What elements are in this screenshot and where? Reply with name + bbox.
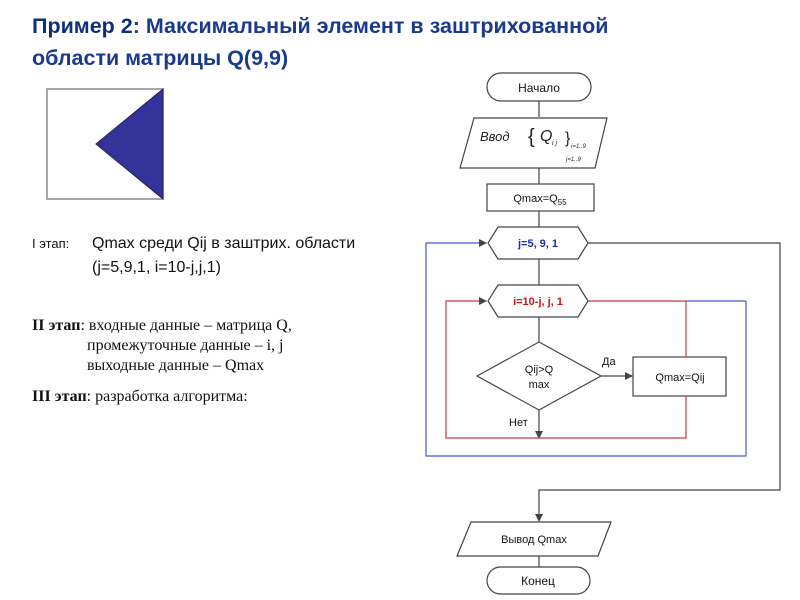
yes-label: Да bbox=[602, 356, 616, 368]
page-title: Пример 2: Максимальный элемент в заштрих… bbox=[32, 10, 732, 74]
title-line-1: Пример 2: Максимальный элемент в заштрих… bbox=[32, 10, 732, 42]
shaded-region-triangle bbox=[95, 88, 164, 200]
output-parallelogram bbox=[456, 521, 612, 557]
input-word: Ввод bbox=[480, 129, 510, 144]
stage3-text: : разработка алгоритма: bbox=[86, 388, 248, 405]
loop-i-hexagon bbox=[487, 284, 589, 318]
input-range-j: j=1..9 bbox=[565, 157, 582, 163]
input-parallelogram bbox=[459, 117, 608, 169]
no-label: Нет bbox=[509, 417, 528, 429]
end-terminal bbox=[486, 566, 591, 595]
assign-label: Qmax=Qij bbox=[655, 372, 704, 384]
input-brace: { bbox=[528, 126, 535, 148]
title-colon: : bbox=[132, 14, 140, 38]
output-label: Вывод Qmax bbox=[501, 534, 567, 546]
input-range-i: i=1..9 bbox=[571, 144, 587, 150]
stage1-description: Qmax среди Qij в заштрих. области (j=5,9… bbox=[92, 232, 355, 280]
stage2-line-1: : входные данные – матрица Q, bbox=[80, 317, 292, 334]
stage2-line-3: выходные данные – Qmax bbox=[87, 357, 265, 374]
loop-j-exit bbox=[535, 242, 781, 522]
loop-i-label: i=10-j, j, 1 bbox=[513, 296, 563, 308]
end-label: Конец bbox=[521, 574, 555, 588]
title-label: Пример 2 bbox=[32, 14, 133, 38]
stage3-label: III этап bbox=[32, 388, 87, 405]
condition-line-1: Qij>Q bbox=[525, 364, 554, 376]
matrix-diagram bbox=[46, 88, 164, 200]
stage2-label: II этап bbox=[32, 317, 81, 334]
stage3-block: III этап: разработка алгоритма: bbox=[32, 388, 248, 406]
title-text-line-2: области матрицы Q(9,9) bbox=[32, 46, 289, 70]
stage2-line-2: промежуточные данные – i, j bbox=[87, 337, 284, 354]
init-process bbox=[486, 183, 595, 212]
loop-j-hexagon bbox=[487, 226, 589, 260]
outer-loop-return bbox=[425, 239, 747, 457]
start-label: Начало bbox=[518, 81, 560, 95]
stage1-label: I этап: bbox=[32, 236, 70, 251]
stage1-line-2: (j=5,9,1, i=10-j,j,1) bbox=[92, 259, 221, 276]
condition-line-2: max bbox=[529, 379, 550, 391]
input-var: Q bbox=[540, 128, 552, 145]
stage2-block: II этап: входные данные – матрица Q, про… bbox=[32, 316, 292, 376]
input-brace-close: } bbox=[565, 130, 571, 147]
condition-diamond bbox=[475, 341, 603, 411]
loop-j-label: j=5, 9, 1 bbox=[517, 238, 558, 250]
init-label: Qmax=Q55 bbox=[513, 193, 567, 207]
input-var-sub: i j bbox=[552, 140, 558, 147]
title-text-line-1: Максимальный элемент в заштрихованной bbox=[139, 14, 609, 38]
stage1-line-1: Qmax среди Qij в заштрих. области bbox=[92, 235, 356, 252]
inner-loop-return bbox=[445, 297, 687, 439]
assign-process bbox=[632, 356, 727, 397]
